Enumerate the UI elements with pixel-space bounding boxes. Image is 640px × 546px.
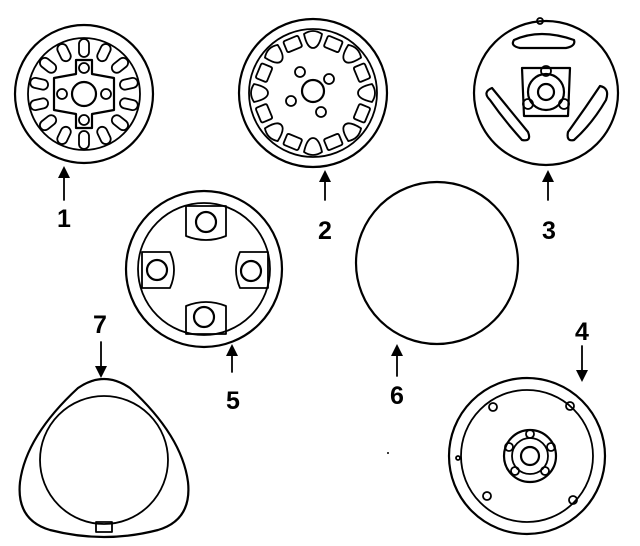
wheel-slot — [29, 97, 49, 112]
part-4-steel-wheel — [447, 376, 607, 536]
part-7-center-cap — [18, 377, 190, 539]
wheel-slot — [96, 125, 112, 145]
callout-4: 4 — [575, 318, 589, 346]
wheel-slot — [56, 43, 72, 63]
wheel-vent — [282, 35, 303, 53]
part-1-slot-ring — [29, 38, 139, 150]
speck — [387, 452, 389, 454]
wheel-vent — [255, 62, 273, 83]
leader-arrowhead — [391, 344, 403, 356]
wheel-vent — [357, 83, 376, 103]
wheel-slot — [39, 114, 58, 132]
callout-1: 1 — [57, 205, 71, 233]
leader-arrowhead — [319, 170, 331, 182]
wheel-vent — [303, 137, 323, 156]
wheel-vent — [250, 83, 269, 103]
part-3-wheel-cover — [472, 17, 620, 167]
part-2-vent-ring — [250, 30, 376, 156]
wheel-slot — [119, 76, 139, 91]
leader-arrowhead — [226, 344, 238, 356]
leader-arrowhead — [576, 370, 588, 382]
wheel-slot — [110, 56, 129, 74]
wheel-vent — [323, 35, 344, 53]
wheel-slot — [110, 114, 129, 132]
wheel-slot — [96, 43, 112, 63]
leader-arrowhead — [58, 166, 70, 178]
callout-6: 6 — [390, 382, 404, 410]
part-5-hub-cap — [124, 189, 284, 349]
leader-arrowhead — [95, 366, 107, 378]
wheel-vent — [255, 103, 273, 124]
callout-leaders — [58, 166, 588, 382]
callout-7: 7 — [93, 311, 107, 339]
part-6-plain-disc — [354, 180, 520, 346]
wheel-slot — [39, 56, 58, 74]
wheel-slot — [56, 125, 72, 145]
callout-3: 3 — [542, 217, 556, 245]
wheel-vent — [353, 62, 371, 83]
wheel-vent — [282, 133, 303, 151]
leader-arrowhead — [542, 170, 554, 182]
callout-2: 2 — [318, 217, 332, 245]
part-1-wheel-cover — [13, 23, 155, 165]
wheel-vent — [323, 133, 344, 151]
wheel-slot — [29, 76, 49, 91]
wheel-slot — [119, 97, 139, 112]
wheel-vent — [303, 30, 323, 49]
wheel-vent — [353, 103, 371, 124]
wheel-vent — [264, 44, 284, 64]
part-2-wheel-cover — [237, 17, 389, 169]
wheel-vent — [342, 44, 362, 64]
wheel-vent — [342, 122, 362, 142]
wheel-slot — [78, 130, 90, 150]
callout-5: 5 — [226, 387, 240, 415]
wheel-vent — [264, 122, 284, 142]
wheel-slot — [78, 38, 90, 58]
